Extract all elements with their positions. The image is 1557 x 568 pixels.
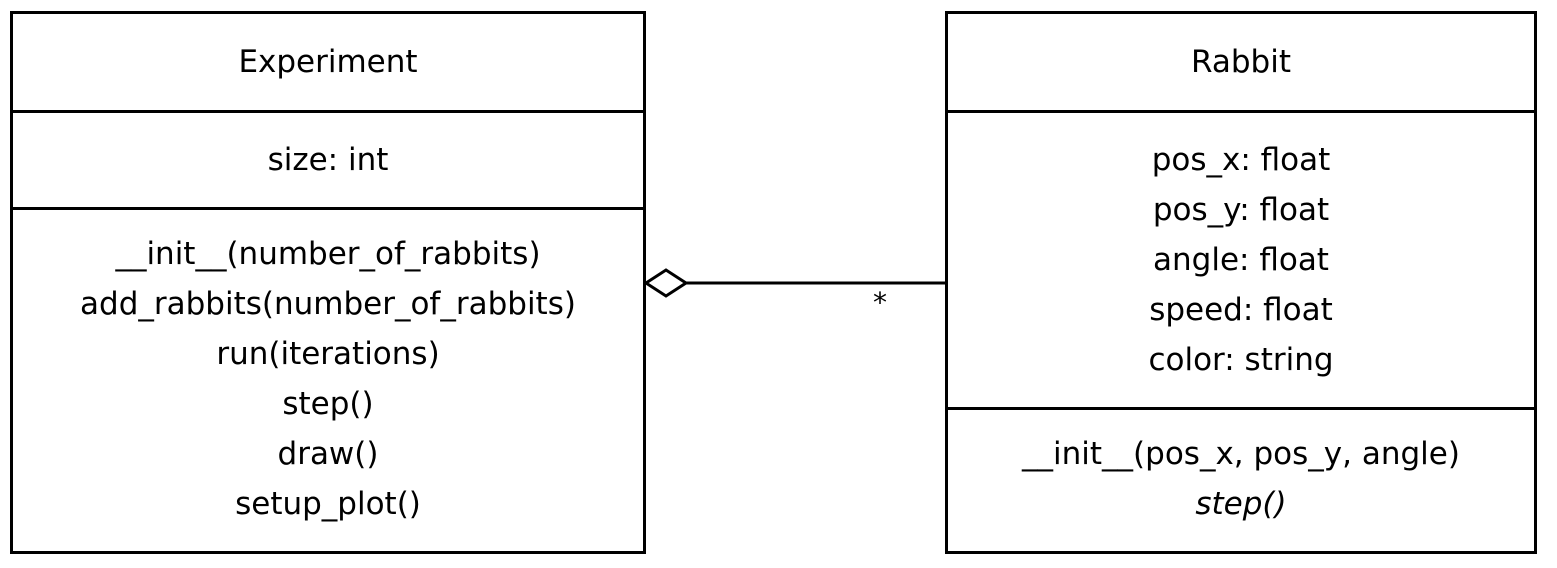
class-name: Experiment bbox=[238, 44, 418, 80]
operation: __init__(pos_x, pos_y, angle) bbox=[1022, 436, 1460, 472]
attribute: size: int bbox=[267, 142, 389, 178]
class-name: Rabbit bbox=[1191, 44, 1291, 80]
class-box-rabbit[interactable]: Rabbit pos_x: float pos_y: float angle: … bbox=[945, 11, 1537, 554]
class-box-experiment[interactable]: Experiment size: int __init__(number_of_… bbox=[10, 11, 646, 554]
operation: setup_plot() bbox=[235, 486, 421, 522]
operations-compartment: __init__(pos_x, pos_y, angle) step() bbox=[948, 407, 1534, 548]
attributes-compartment: pos_x: float pos_y: float angle: float s… bbox=[948, 110, 1534, 407]
attribute: color: string bbox=[1148, 342, 1334, 378]
operation: step() bbox=[282, 386, 374, 422]
aggregation-diamond-icon bbox=[643, 268, 689, 298]
multiplicity-label: * bbox=[873, 286, 887, 319]
class-name-compartment: Rabbit bbox=[948, 14, 1534, 110]
attribute: pos_x: float bbox=[1151, 142, 1331, 178]
operation: __init__(number_of_rabbits) bbox=[115, 236, 541, 272]
attribute: speed: float bbox=[1149, 292, 1333, 328]
operation: add_rabbits(number_of_rabbits) bbox=[80, 286, 576, 322]
abstract-operation: step() bbox=[1195, 486, 1287, 522]
operation: draw() bbox=[277, 436, 379, 472]
class-name-compartment: Experiment bbox=[13, 14, 643, 110]
attributes-compartment: size: int bbox=[13, 110, 643, 207]
attribute: pos_y: float bbox=[1152, 192, 1330, 228]
operation: run(iterations) bbox=[216, 336, 440, 372]
attribute: angle: float bbox=[1153, 242, 1329, 278]
operations-compartment: __init__(number_of_rabbits) add_rabbits(… bbox=[13, 207, 643, 548]
